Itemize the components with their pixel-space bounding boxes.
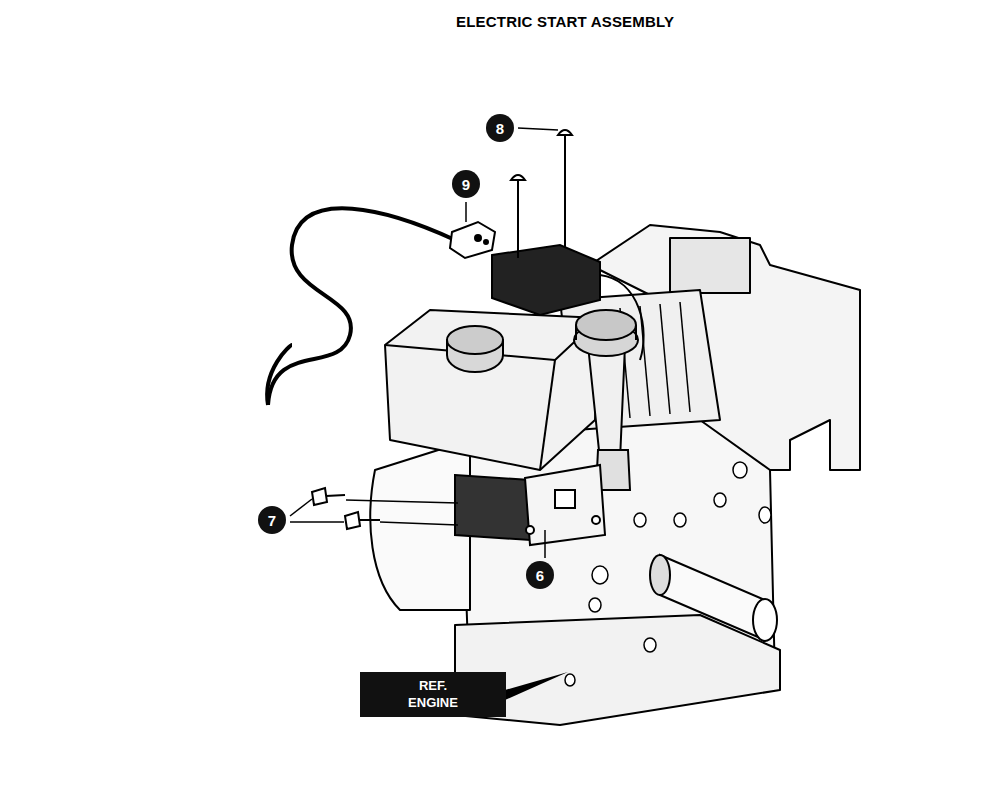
oil-fill-tube [574,310,638,490]
starter-bolts [312,488,380,529]
reference-box: REF. ENGINE [360,672,506,717]
output-shaft [650,555,777,641]
callout-number: 8 [486,114,514,142]
power-cord [267,208,455,405]
callout-number: 9 [452,170,480,198]
starter-switch-box [492,245,644,360]
diagram-title: ELECTRIC START ASSEMBLY [456,13,674,30]
callout-number: 7 [258,506,286,534]
reference-label: REF. ENGINE [408,678,458,711]
power-plug [450,222,495,258]
flywheel-housing [370,440,470,610]
callout-number: 6 [526,561,554,589]
mounting-screws [511,130,572,258]
reference-pointer [505,672,568,700]
starter-motor [455,465,605,545]
carburetor [670,238,750,293]
leader-lines [290,128,558,558]
fuel-tank [385,310,600,470]
